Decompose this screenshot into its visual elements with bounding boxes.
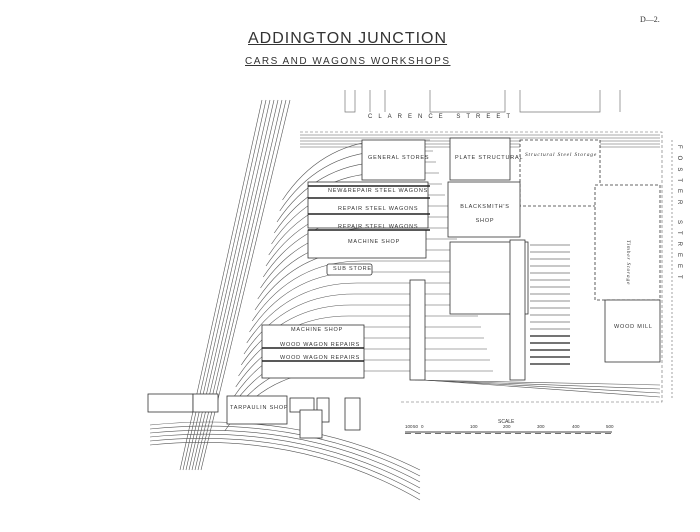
- clarence-street-label: CLARENCE STREET: [368, 114, 517, 120]
- steel-wagon-shops-building: [307, 181, 429, 229]
- railway-track: [252, 260, 463, 322]
- sub-store-label: SUB STORE: [333, 266, 372, 272]
- outbuilding: [192, 393, 219, 413]
- clarence-street-frontage: [344, 90, 621, 113]
- foster-street-label: FOSTER STREET: [676, 145, 682, 286]
- machine-shop-lower-label: MACHINE SHOP: [291, 327, 344, 333]
- scale-tick-label: 400: [572, 424, 580, 429]
- scale-tick-label: 200: [503, 424, 511, 429]
- outbuilding: [299, 409, 323, 439]
- outbuilding: [147, 393, 194, 413]
- machine-shop-upper-building: [307, 229, 427, 259]
- transporter-column: [409, 279, 426, 381]
- blacksmiths-shop-label: BLACKSMITH'S SHOP: [460, 204, 510, 224]
- railway-track: [241, 304, 475, 366]
- sub-store-building: [326, 263, 373, 276]
- wood-wagon-repairs-label: WOOD WAGON REPAIRS: [280, 355, 361, 361]
- siding-track: [414, 379, 661, 386]
- general-stores-label: GENERAL STORES: [368, 155, 430, 161]
- site-boundary: [300, 131, 673, 403]
- drawing-title: ADDINGTON JUNCTION: [248, 30, 448, 47]
- railway-track: [243, 293, 472, 355]
- structural-steel-storage-area: [519, 139, 601, 207]
- curved-track: [149, 425, 421, 477]
- drawing-subtitle: CARS AND WAGONS WORKSHOPS: [245, 56, 451, 67]
- structural-steel-storage-label: Structural Steel Storage: [525, 152, 598, 158]
- railway-track: [246, 282, 469, 344]
- curved-track: [149, 437, 421, 495]
- machine-shop-upper-label: MACHINE SHOP: [348, 239, 401, 245]
- wood-mill-label: WOOD MILL: [614, 324, 653, 330]
- transporter-column: [509, 239, 526, 381]
- general-stores-building: [361, 139, 426, 181]
- wood-wagon-shops-building: [261, 324, 365, 379]
- siding-track: [417, 379, 661, 390]
- plate-structural-building: [449, 137, 511, 181]
- wood-mill-building: [604, 299, 661, 363]
- scale-bar: [405, 431, 612, 434]
- scale-tick-label: 0: [421, 424, 424, 429]
- siding-track: [423, 379, 661, 398]
- curved-track: [149, 429, 421, 483]
- scale-tick-label: 100: [405, 424, 413, 429]
- scale-tick-label: 50: [413, 424, 419, 429]
- wood-wagon-repairs-label: WOOD WAGON REPAIRS: [280, 342, 361, 348]
- new-repair-steel-wagons-label: NEW&REPAIR STEEL WAGONS: [328, 188, 429, 194]
- timber-storage-label: Timber Storage: [625, 240, 631, 286]
- repair-steel-wagons-label: REPAIR STEEL WAGONS: [338, 206, 419, 212]
- scale-tick-label: 300: [537, 424, 545, 429]
- scale-label: SCALE: [498, 419, 515, 425]
- curved-track: [149, 421, 421, 471]
- railway-track: [249, 271, 466, 333]
- sheet-number: D—2.: [640, 15, 660, 24]
- blacksmiths-shop-building: [447, 181, 521, 238]
- tarpaulin-shop-label: TARPAULIN SHOP: [230, 405, 289, 411]
- plate-structural-label: PLATE STRUCTURAL: [455, 155, 524, 161]
- scale-tick-label: 100: [470, 424, 478, 429]
- timber-storage-area: [594, 184, 661, 301]
- siding-track: [420, 379, 661, 394]
- outbuilding: [344, 397, 361, 431]
- tarpaulin-shop-building: [226, 395, 288, 425]
- curved-track: [149, 433, 421, 489]
- curved-track: [149, 442, 421, 501]
- scale-tick-label: 500: [606, 424, 614, 429]
- repair-steel-wagons-label: REPAIR STEEL WAGONS: [338, 224, 419, 230]
